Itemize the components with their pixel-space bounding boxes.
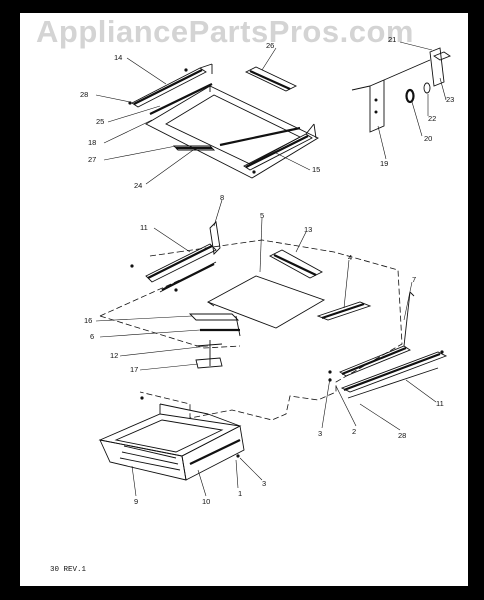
- callout-25: 25: [96, 117, 104, 126]
- callout-19: 19: [380, 159, 388, 168]
- revision-label: 30 REV.1: [50, 566, 87, 574]
- callout-22: 22: [428, 114, 436, 123]
- callout-13: 13: [304, 225, 312, 234]
- callout-28: 28: [80, 90, 88, 99]
- bracket-plate-19: [369, 79, 385, 133]
- left-rail-14: [131, 67, 207, 108]
- callout-1: 1: [238, 489, 242, 498]
- right-rail-15: [243, 133, 313, 171]
- callout-6: 6: [90, 332, 94, 341]
- shelf-support-bracket: [351, 47, 451, 133]
- callout-27: 27: [88, 155, 96, 164]
- watermark: AppliancePartsPros.com: [36, 14, 414, 49]
- crisper-cover-assembly: [99, 221, 448, 421]
- callout-20: 20: [424, 134, 432, 143]
- drawer-front: [99, 439, 187, 481]
- rear-trim-13: [269, 249, 323, 279]
- callout-12: 12: [110, 351, 118, 360]
- front-trim-16: [188, 313, 240, 321]
- cover-glass-5: [206, 275, 326, 329]
- slide-17: [195, 357, 223, 369]
- callout-5: 5: [260, 211, 264, 220]
- callout-26: 26: [266, 41, 274, 50]
- callout-3-lower: 3: [262, 479, 266, 488]
- callout-11-upper: 11: [140, 223, 148, 232]
- callout-17: 17: [130, 365, 138, 374]
- upper-shelf-panel: [145, 85, 319, 179]
- callout-18: 18: [88, 138, 96, 147]
- callout-4: 4: [348, 253, 352, 262]
- right-rail-7: [339, 345, 411, 377]
- washer-22: [423, 82, 431, 94]
- washer-20: [405, 88, 415, 104]
- callout-3-mid: 3: [318, 429, 322, 438]
- callout-labels: 14 26 21 23 28 22 25 18 20 27 15 19 24 1…: [80, 35, 454, 506]
- callout-9: 9: [134, 497, 138, 506]
- upper-shelf-glass: [165, 94, 301, 165]
- callout-10: 10: [202, 497, 210, 506]
- callout-8: 8: [220, 193, 224, 202]
- callout-28-lower: 28: [398, 431, 406, 440]
- bracket-8: [209, 221, 221, 255]
- crisper-drawer: [98, 396, 245, 481]
- left-rail-11: [145, 243, 217, 283]
- lower-right-rail-11: [340, 351, 448, 393]
- callout-16: 16: [84, 316, 92, 325]
- callout-7: 7: [412, 275, 416, 284]
- crisper-frame-outline: [139, 239, 403, 421]
- callout-23: 23: [446, 95, 454, 104]
- cover-trim-4: [316, 301, 372, 321]
- callout-24: 24: [134, 181, 142, 190]
- rear-trim-26: [244, 66, 298, 92]
- callout-2: 2: [352, 427, 356, 436]
- bracket-21: [429, 47, 445, 87]
- upper-shelf-assembly: [128, 63, 319, 179]
- diagram-sheet: [20, 13, 468, 586]
- callout-11-lower: 11: [436, 399, 444, 408]
- callout-14: 14: [114, 53, 122, 62]
- callout-15: 15: [312, 165, 320, 174]
- leader-lines: [95, 41, 447, 497]
- callout-21: 21: [388, 35, 396, 44]
